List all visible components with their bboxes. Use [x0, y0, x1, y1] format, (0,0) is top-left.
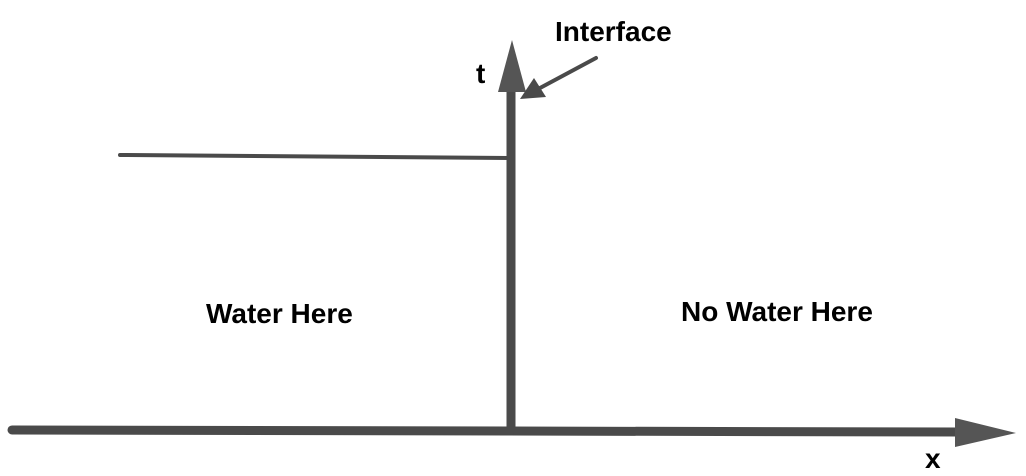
x-axis-arrowhead: [955, 418, 1016, 447]
interface-pointer-line: [538, 56, 598, 90]
x-axis-line: [7, 425, 967, 437]
t-axis-arrowhead: [498, 40, 526, 92]
water-region-label: Water Here: [206, 298, 353, 329]
water-level-line: [118, 153, 513, 160]
x-axis-label: x: [925, 443, 941, 474]
no-water-region-label: No Water Here: [681, 296, 873, 327]
t-axis-label: t: [476, 58, 485, 89]
interface-label: Interface: [555, 16, 672, 47]
interface-pointer-arrowhead: [520, 78, 546, 99]
